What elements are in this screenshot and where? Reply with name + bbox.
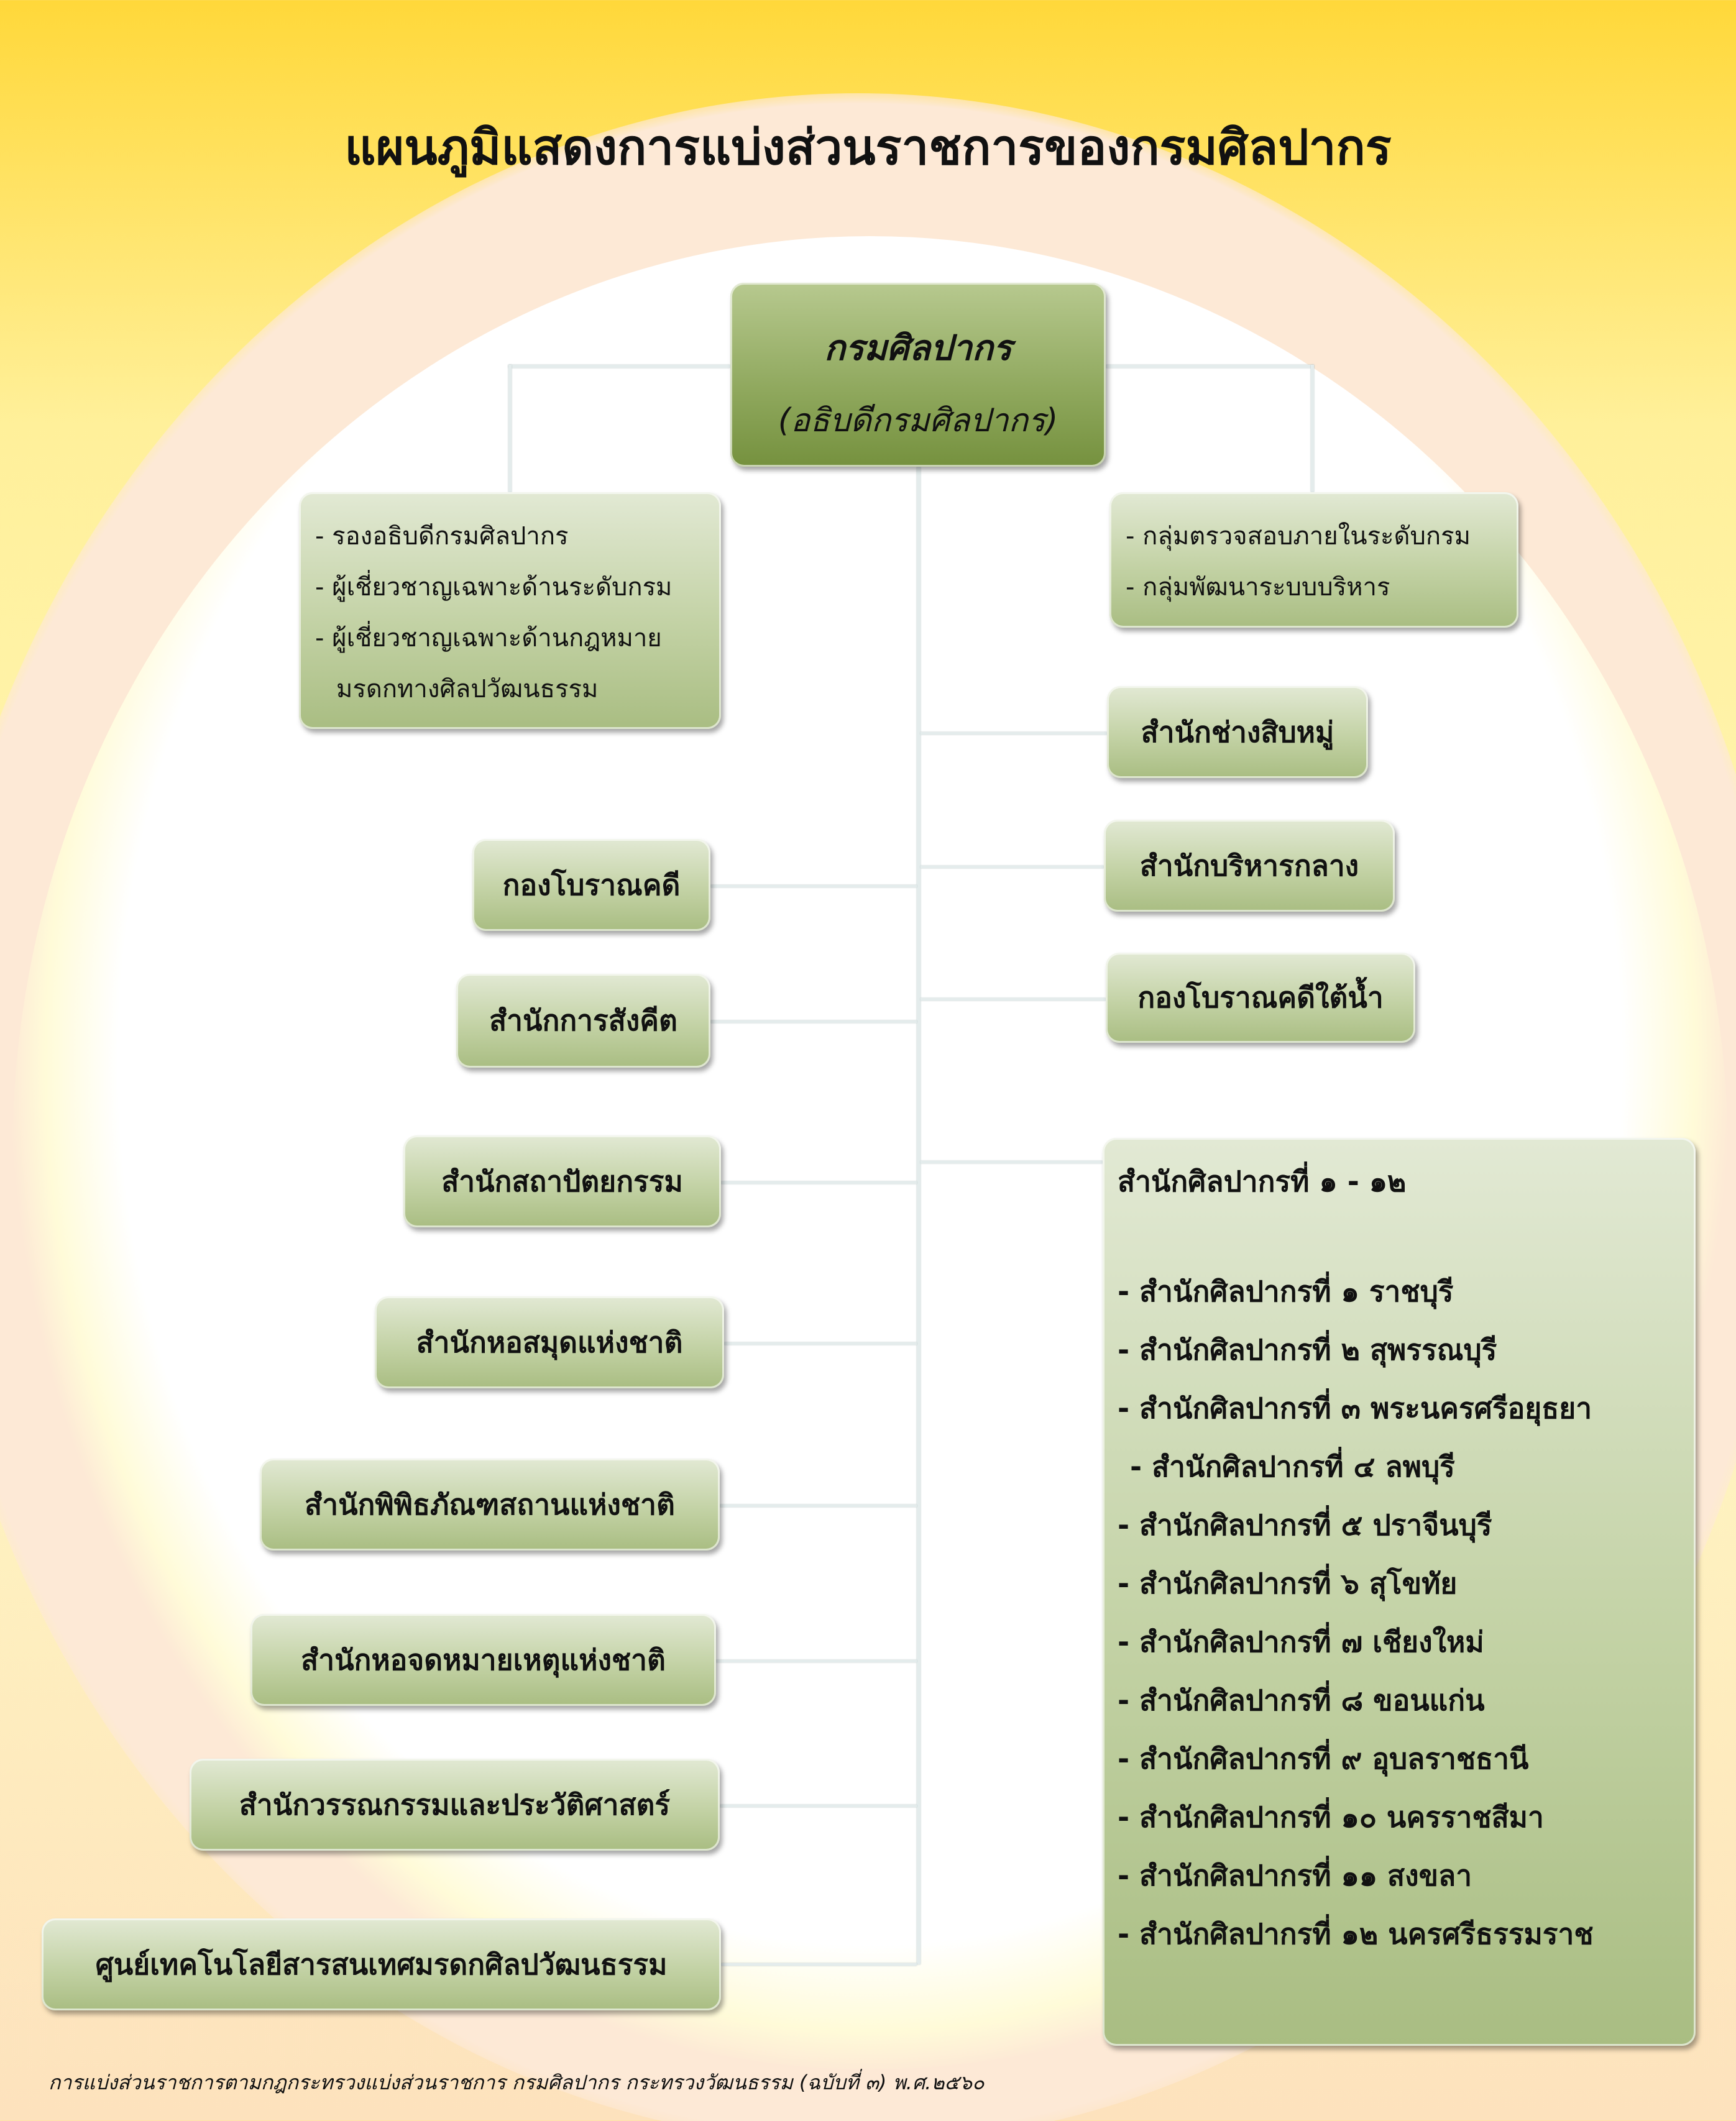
staff-item: - ผู้เชี่ยวชาญเฉพาะด้านระดับกรม [315,573,673,602]
regional-heading: สำนักศิลปากรที่ ๑ - ๑๒ [1118,1165,1407,1198]
connector-line [721,1181,917,1184]
unit-box: ศูนย์เทคโนโลยีสารสนเทศมรดกศิลปวัฒนธรรม [42,1918,721,2010]
regional-item: - สำนักศิลปากรที่ ๑๒ นครศรีธรรมราช [1118,1917,1594,1951]
staff-item: - กลุ่มตรวจสอบภายในระดับกรม [1126,522,1471,551]
regional-item: - สำนักศิลปากรที่ ๙ อุบลราชธานี [1118,1742,1529,1775]
left-staff-box: - รองอธิบดีกรมศิลปากร - ผู้เชี่ยวชาญเฉพา… [299,492,721,729]
connector-line [921,732,1107,735]
unit-label: สำนักช่างสิบหมู่ [1141,715,1334,749]
regional-offices-box: สำนักศิลปากรที่ ๑ - ๑๒ - สำนักศิลปากรที่… [1103,1138,1696,2046]
regional-item: - สำนักศิลปากรที่ ๕ ปราจีนบุรี [1118,1508,1492,1542]
regional-item: - สำนักศิลปากรที่ ๒ สุพรรณบุรี [1118,1333,1497,1367]
chart-title: แผนภูมิแสดงการแบ่งส่วนราชการของกรมศิลปาก… [344,120,1392,176]
connector-line [508,365,730,368]
regional-item: - สำนักศิลปากรที่ ๗ เชียงใหม่ [1118,1625,1484,1659]
unit-box: สำนักหอจดหมายเหตุแห่งชาติ [250,1614,716,1706]
unit-box: สำนักสถาปัตยกรรม [403,1135,721,1227]
unit-label: สำนักการสังคีต [489,1004,677,1037]
connector-line [1311,365,1314,492]
unit-box: สำนักวรรณกรรมและประวัติศาสตร์ [190,1759,720,1851]
regional-item: - สำนักศิลปากรที่ ๔ ลพบุรี [1130,1450,1455,1483]
connector-line [921,866,1104,868]
director-title: (อธิบดีกรมศิลปากร) [778,402,1059,439]
unit-label: ศูนย์เทคโนโลยีสารสนเทศมรดกศิลปวัฒนธรรม [95,1947,668,1981]
unit-label: สำนักหอจดหมายเหตุแห่งชาติ [301,1642,666,1677]
right-staff-box: - กลุ่มตรวจสอบภายในระดับกรม - กลุ่มพัฒนา… [1109,492,1518,628]
staff-item: - รองอธิบดีกรมศิลปากร [315,522,569,551]
staff-item: - ผู้เชี่ยวชาญเฉพาะด้านกฎหมาย [315,624,662,653]
regional-item: - สำนักศิลปากรที่ ๓ พระนครศรีอยุธยา [1118,1391,1592,1425]
unit-box: สำนักบริหารกลาง [1104,820,1395,912]
unit-label: สำนักสถาปัตยกรรม [441,1164,683,1198]
connector-line [721,1963,917,1966]
connector-line [508,365,512,492]
connector-line [716,1660,917,1662]
unit-label: สำนักหอสมุดแห่งชาติ [416,1325,683,1359]
connector-line [921,1161,1103,1163]
staff-item: มรดกทางศิลปวัฒนธรรม [336,675,599,703]
connector-line [710,885,917,887]
unit-label: สำนักวรรณกรรมและประวัติศาสตร์ [239,1787,671,1821]
connector-line [921,998,1106,1001]
regional-item: - สำนักศิลปากรที่ ๘ ขอนแก่น [1118,1684,1485,1717]
regional-item: - สำนักศิลปากรที่ ๑๑ สงขลา [1118,1859,1472,1892]
connector-line [710,1020,917,1023]
unit-label: กองโบราณคดี [502,868,681,902]
connector-line [1106,365,1314,368]
footer-note: การแบ่งส่วนราชการตามกฎกระทรวงแบ่งส่วนราช… [48,2071,985,2094]
unit-label: กองโบราณคดีใต้น้ำ [1137,981,1384,1014]
regional-item: - สำนักศิลปากรที่ ๑ ราชบุรี [1118,1275,1454,1308]
unit-box: กองโบราณคดี [472,839,710,931]
unit-box: กองโบราณคดีใต้น้ำ [1106,953,1415,1043]
connector-line [917,467,921,1964]
unit-label: สำนักพิพิธภัณฑสถานแห่งชาติ [305,1487,675,1521]
regional-item: - สำนักศิลปากรที่ ๖ สุโขทัย [1118,1567,1458,1600]
unit-box: สำนักการสังคีต [456,974,710,1068]
department-name: กรมศิลปากร [824,328,1012,369]
connector-line [720,1505,917,1507]
connector-line [724,1342,917,1345]
unit-box: สำนักหอสมุดแห่งชาติ [375,1296,724,1388]
director-general-box: กรมศิลปากร (อธิบดีกรมศิลปากร) [730,283,1106,467]
regional-item: - สำนักศิลปากรที่ ๑๐ นครราชสีมา [1118,1800,1544,1834]
unit-label: สำนักบริหารกลาง [1139,848,1359,882]
connector-line [720,1805,917,1807]
unit-box: สำนักพิพิธภัณฑสถานแห่งชาติ [260,1459,720,1551]
unit-box: สำนักช่างสิบหมู่ [1107,686,1368,778]
staff-item: - กลุ่มพัฒนาระบบบริหาร [1126,573,1390,602]
